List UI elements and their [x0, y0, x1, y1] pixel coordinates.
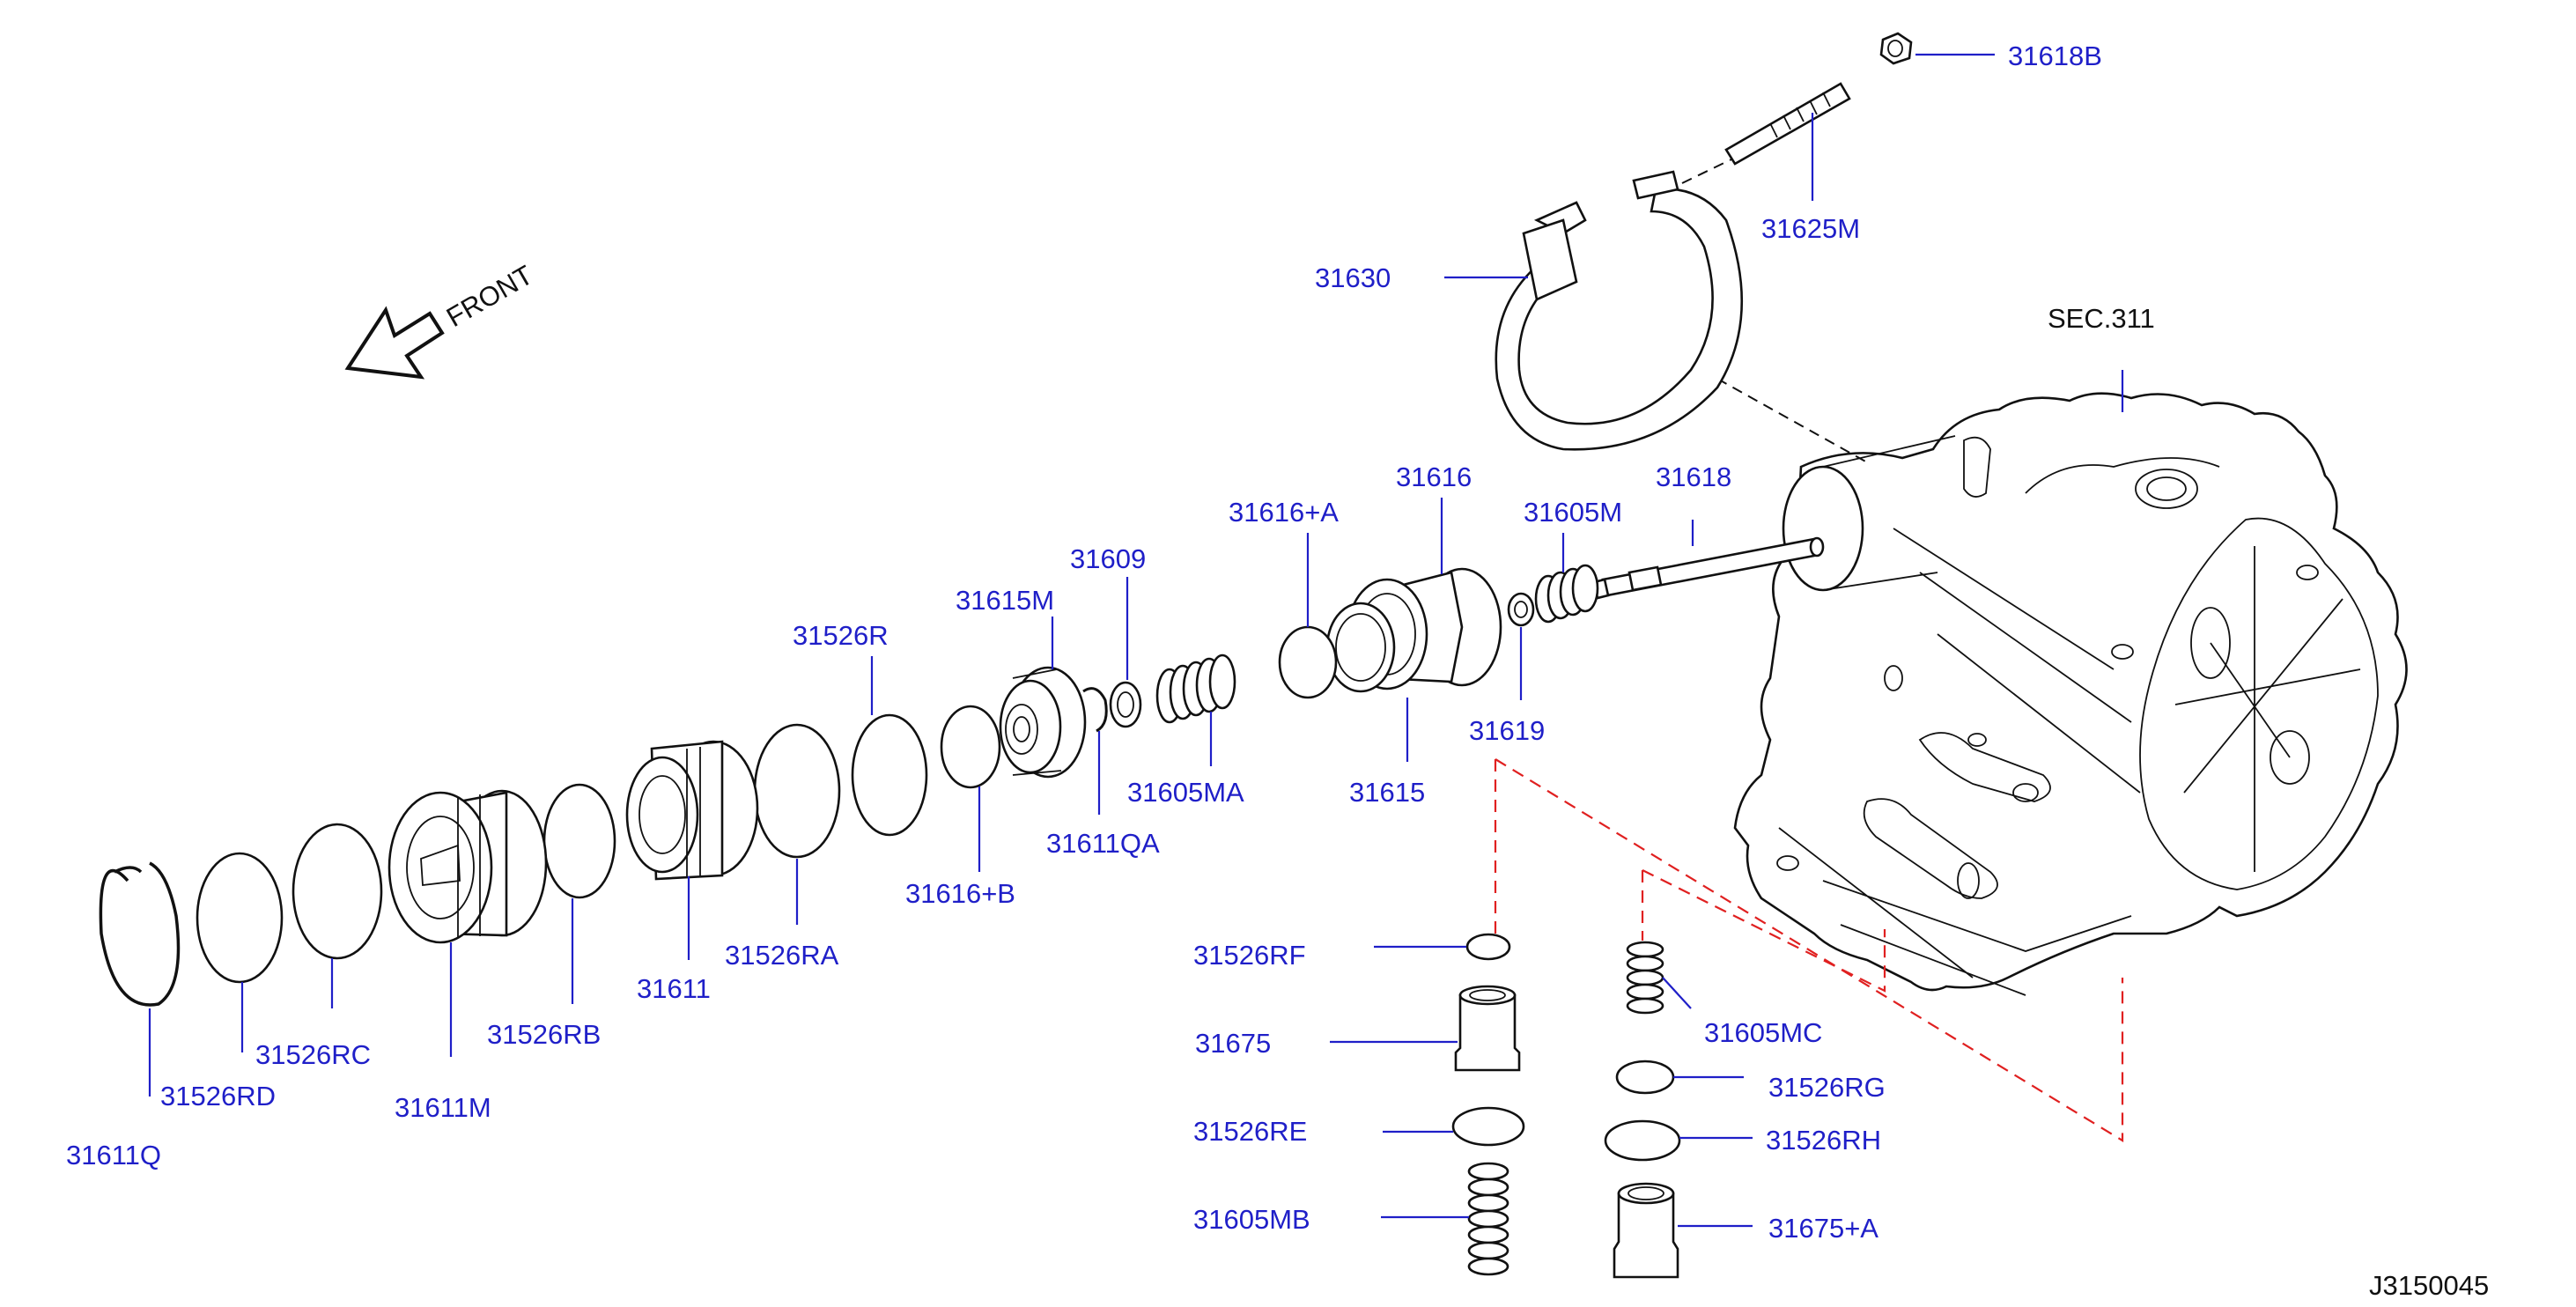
seal-31526RH — [1604, 1119, 1681, 1162]
band-guide-line — [1716, 378, 1868, 463]
spring-31605MA — [1155, 654, 1236, 724]
seal-31526RE — [1451, 1106, 1525, 1147]
label-31526RB: 31526RB — [487, 1019, 601, 1050]
seal-31526RG — [1615, 1060, 1675, 1095]
label-31615: 31615 — [1349, 777, 1425, 808]
label-31526RH: 31526RH — [1766, 1125, 1881, 1156]
label-31625M: 31625M — [1761, 213, 1860, 244]
seal-31526RA — [753, 723, 841, 859]
brake-band — [1495, 170, 1744, 451]
washer-31619 — [1507, 592, 1535, 627]
label-31605MB: 31605MB — [1193, 1204, 1310, 1235]
seal-31526RF — [1465, 933, 1511, 961]
hidden-lines — [1494, 758, 2124, 1142]
front-direction-arrow: FRONT — [344, 259, 538, 380]
label-31616: 31616 — [1396, 462, 1472, 492]
label-31618B: 31618B — [2008, 41, 2102, 71]
label-31605MC: 31605MC — [1704, 1017, 1822, 1048]
label-31526RG: 31526RG — [1768, 1072, 1886, 1103]
seal-31616B — [940, 705, 1001, 789]
label-31526RA: 31526RA — [725, 940, 839, 971]
ring-31609 — [1109, 681, 1142, 728]
lock-nut — [1879, 32, 1913, 65]
front-label: FRONT — [441, 259, 538, 333]
label-31609: 31609 — [1070, 543, 1146, 574]
leader-lines — [148, 53, 2124, 1228]
snap-ring-31611Q — [99, 861, 181, 1007]
section-reference: SEC.311 — [2048, 303, 2155, 334]
label-31616B: 31616+B — [905, 878, 1015, 909]
label-31615M: 31615M — [956, 585, 1054, 616]
transmission-case — [1733, 392, 2408, 996]
label-31675A: 31675+A — [1768, 1213, 1878, 1244]
label-31611QA: 31611QA — [1046, 828, 1160, 859]
piston-31611M — [388, 789, 548, 944]
sleeve-31675 — [1454, 985, 1521, 1072]
label-31675: 31675 — [1195, 1028, 1271, 1059]
spring-31605M — [1534, 564, 1599, 624]
label-31611: 31611 — [637, 973, 711, 1004]
spring-31605MC — [1626, 941, 1664, 1015]
seal-31526R — [851, 713, 928, 837]
label-31616A: 31616+A — [1229, 497, 1339, 528]
label-31605MA: 31605MA — [1127, 777, 1244, 808]
label-31619: 31619 — [1469, 715, 1545, 746]
label-31526RD: 31526RD — [160, 1081, 276, 1111]
snap-ring-31611QA — [1082, 687, 1108, 733]
piston-31616 — [1325, 567, 1502, 693]
seal-31616A — [1278, 625, 1338, 699]
seal-31526RB — [543, 783, 616, 899]
label-31526RE: 31526RE — [1193, 1116, 1307, 1147]
label-31605M: 31605M — [1524, 497, 1622, 528]
diagram-id: J3150045 — [2369, 1270, 2489, 1301]
seal-31526RC — [292, 823, 383, 960]
retainer-31611 — [625, 740, 759, 881]
adjust-stud — [1724, 82, 1851, 166]
sleeve-31675A — [1613, 1182, 1679, 1279]
callout-labels: 31618B 31625M 31630 SEC.311 31616 31618 … — [66, 41, 2489, 1301]
seal-31526RD — [196, 852, 284, 984]
spring-31605MB — [1467, 1162, 1509, 1276]
label-31526RC: 31526RC — [255, 1039, 371, 1070]
label-31526RF: 31526RF — [1193, 940, 1306, 971]
label-31611Q: 31611Q — [66, 1140, 161, 1170]
label-31630: 31630 — [1315, 262, 1391, 293]
label-31611M: 31611M — [395, 1092, 491, 1123]
anchor-pin — [1592, 536, 1825, 600]
stud-guide-line — [1681, 158, 1734, 184]
piston-31615M — [999, 666, 1087, 779]
label-31526R: 31526R — [793, 620, 889, 651]
label-31618: 31618 — [1656, 462, 1731, 492]
